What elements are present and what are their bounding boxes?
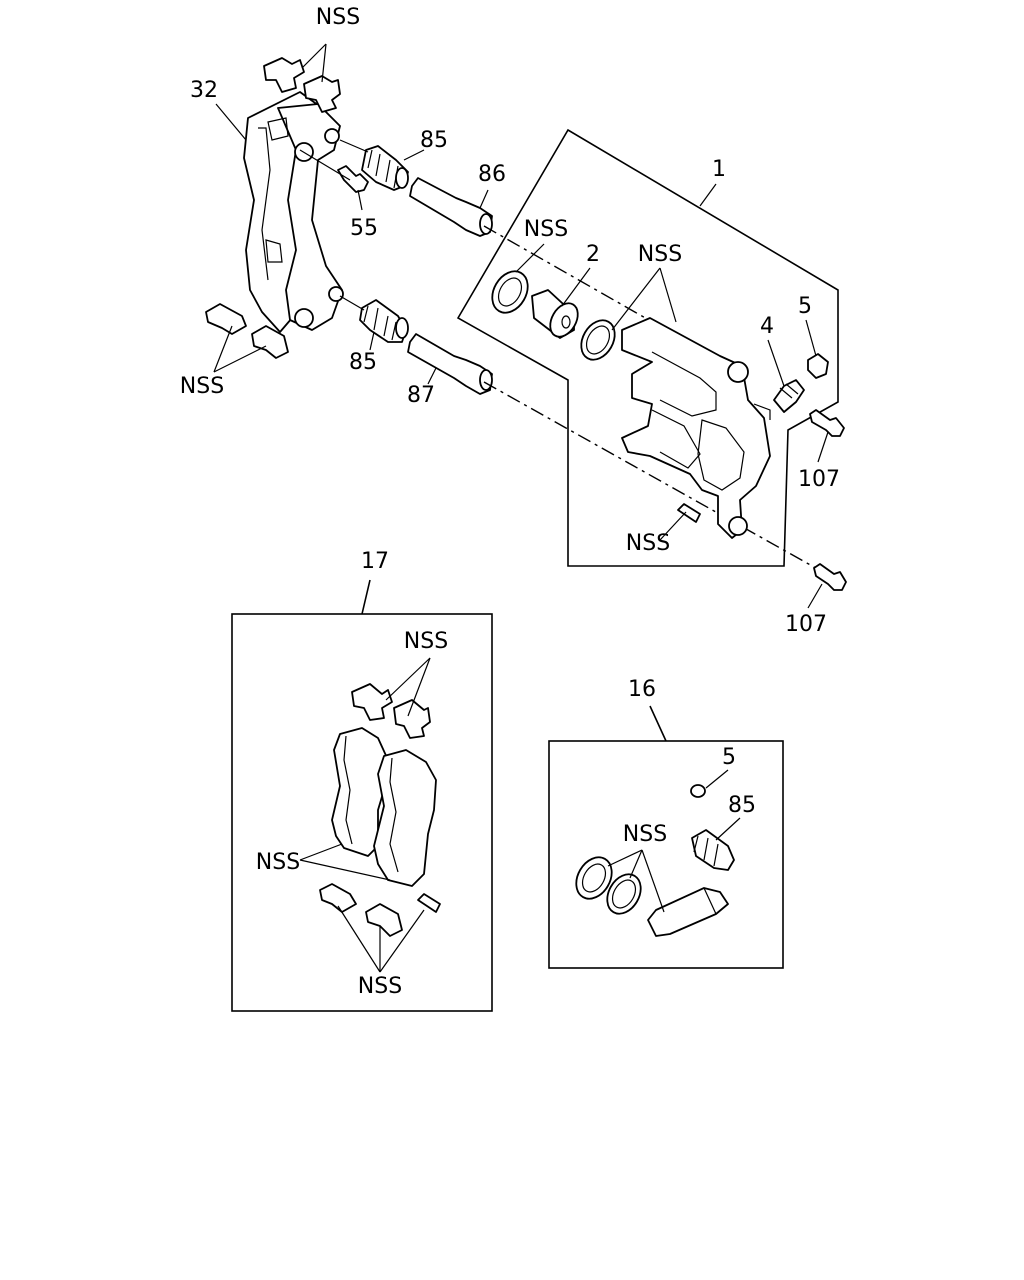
label-nss-pad-clips: NSS xyxy=(404,629,448,654)
label-part-85-mid: 85 xyxy=(349,350,377,375)
label-part-85-top: 85 xyxy=(420,128,448,153)
label-nss-pad-bottom: NSS xyxy=(358,974,402,999)
label-part-86: 86 xyxy=(478,162,506,187)
label-part-107-b: 107 xyxy=(785,612,827,637)
label-nss-pads: NSS xyxy=(256,850,300,875)
caliper-bracket-drawing xyxy=(243,91,344,333)
label-nss-left-clip: NSS xyxy=(180,374,224,399)
brake-pads-drawing xyxy=(331,727,437,887)
bleeder-cap-drawing xyxy=(807,353,829,379)
label-part-55: 55 xyxy=(350,216,378,241)
pad-kit-bottom-clips-drawing xyxy=(319,883,441,937)
label-nss-top: NSS xyxy=(316,5,360,30)
top-clips-drawing xyxy=(263,57,341,113)
leader-lines xyxy=(213,43,829,973)
label-part-107-a: 107 xyxy=(798,467,840,492)
piston-seal-drawing xyxy=(580,319,616,361)
seal-kit-drawing xyxy=(575,784,735,937)
left-clips-drawing xyxy=(205,303,289,359)
label-part-5-top: 5 xyxy=(798,294,812,319)
label-part-16: 16 xyxy=(628,677,656,702)
bleeder-screw-drawing xyxy=(773,379,805,413)
label-part-87: 87 xyxy=(407,383,435,408)
label-nss-seal: NSS xyxy=(524,217,568,242)
bolt-107-lower-drawing xyxy=(813,563,847,591)
pin-87-axis xyxy=(483,381,831,577)
label-part-85-kit: 85 xyxy=(728,793,756,818)
bolt-107-upper-drawing xyxy=(809,409,845,437)
boot-85-mid-drawing xyxy=(339,295,409,343)
seal-ring-drawing xyxy=(491,270,529,314)
small-pin-drawing xyxy=(677,503,701,523)
pad-kit-clips-drawing xyxy=(351,683,431,739)
boot-85-top-drawing xyxy=(339,139,409,191)
label-nss-kit: NSS xyxy=(623,822,667,847)
bolt-55-drawing xyxy=(299,149,369,193)
label-part-2: 2 xyxy=(586,242,600,267)
guide-pin-87-drawing xyxy=(407,333,493,395)
caliper-body-drawing xyxy=(621,317,771,539)
piston-drawing xyxy=(531,289,579,339)
label-part-32: 32 xyxy=(190,78,218,103)
caliper-assembly-frame xyxy=(456,128,839,567)
label-part-5-kit: 5 xyxy=(722,745,736,770)
label-part-17: 17 xyxy=(361,549,389,574)
label-part-4: 4 xyxy=(760,314,774,339)
label-nss-pin: NSS xyxy=(626,531,670,556)
label-nss-caliper: NSS xyxy=(638,242,682,267)
label-part-1: 1 xyxy=(712,157,726,182)
